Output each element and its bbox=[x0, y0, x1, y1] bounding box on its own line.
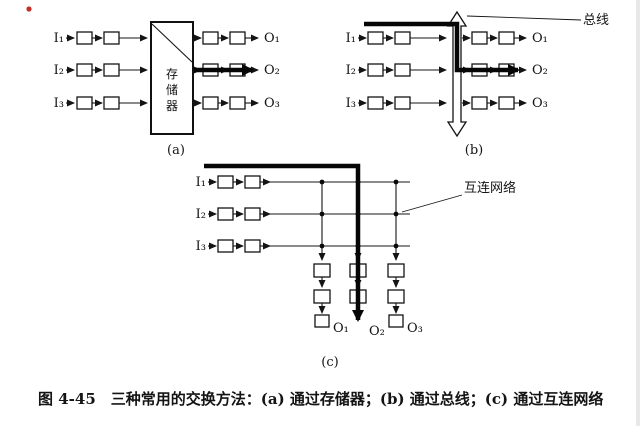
memory-label-char: 器 bbox=[166, 99, 178, 113]
red-mark bbox=[26, 6, 32, 12]
buffer-box bbox=[387, 263, 405, 278]
buffer-box bbox=[313, 263, 331, 278]
memory-label: 存 储 器 bbox=[166, 67, 178, 113]
page-edge bbox=[636, 0, 640, 426]
buffer-box bbox=[244, 239, 261, 253]
buffer-box bbox=[217, 239, 234, 253]
buffer-box bbox=[103, 31, 120, 45]
network-label: 互连网络 bbox=[464, 180, 516, 196]
buffer-box bbox=[217, 175, 234, 189]
buffer-box bbox=[76, 63, 93, 77]
output-label: O₃ bbox=[407, 321, 423, 336]
input-label: I₂ bbox=[196, 207, 206, 222]
memory-block bbox=[150, 21, 194, 135]
diagram-c-output-columns: O₁ O₂ O₃ bbox=[313, 263, 423, 339]
bus-label: 总线 bbox=[583, 13, 609, 28]
input-label: I₃ bbox=[346, 96, 356, 111]
buffer-box bbox=[367, 63, 384, 77]
crosspoint-dot bbox=[319, 211, 325, 217]
crosspoint-dot bbox=[393, 243, 399, 249]
figure-caption: 图 4-45 三种常用的交换方法：(a) 通过存储器；(b) 通过总线；(c) … bbox=[38, 390, 603, 408]
output-label: O₁ bbox=[333, 321, 349, 336]
bus-leader-line bbox=[466, 15, 582, 21]
memory-diagonal bbox=[151, 23, 193, 63]
bold-data-path bbox=[364, 21, 520, 76]
buffer-box bbox=[217, 207, 234, 221]
buffer-box bbox=[387, 289, 405, 304]
buffer-box bbox=[498, 96, 515, 110]
buffer-box bbox=[388, 314, 404, 328]
output-label: O₁ bbox=[532, 31, 548, 46]
input-label: I₁ bbox=[54, 31, 64, 46]
buffer-box bbox=[103, 96, 120, 110]
buffer-box bbox=[76, 31, 93, 45]
diagram-b-output-rows: O₁ O₂ O₃ bbox=[462, 31, 548, 111]
output-label: O₃ bbox=[264, 96, 280, 111]
buffer-box bbox=[244, 207, 261, 221]
buffer-box bbox=[229, 96, 246, 110]
buffer-box bbox=[229, 31, 246, 45]
subfigure-tag-c: (c) bbox=[321, 355, 338, 370]
network-leader-line bbox=[401, 194, 463, 213]
crosspoint-dot bbox=[319, 179, 325, 185]
buffer-box bbox=[394, 63, 411, 77]
buffer-box bbox=[394, 96, 411, 110]
buffer-box bbox=[394, 31, 411, 45]
buffer-box bbox=[367, 96, 384, 110]
output-label: O₂ bbox=[264, 63, 280, 78]
diagram-a: I₁ I₂ I₃ 存 储 器 bbox=[54, 21, 280, 158]
diagram-c: I₁ I₂ I₃ bbox=[196, 163, 516, 370]
buffer-box bbox=[202, 31, 219, 45]
diagram-c-input-rows: I₁ I₂ I₃ bbox=[196, 175, 410, 254]
crosspoint-dot bbox=[393, 211, 399, 217]
memory-label-char: 存 bbox=[166, 67, 178, 81]
buffer-box bbox=[471, 96, 488, 110]
input-label: I₃ bbox=[54, 96, 64, 111]
buffer-box bbox=[76, 96, 93, 110]
diagram-a-input-rows: I₁ I₂ I₃ bbox=[54, 31, 148, 111]
subfigure-tag-b: (b) bbox=[465, 143, 483, 158]
diagram-b-input-rows: I₁ I₂ I₃ bbox=[346, 31, 447, 111]
buffer-box bbox=[313, 289, 331, 304]
buffer-box bbox=[244, 175, 261, 189]
input-label: I₂ bbox=[54, 63, 64, 78]
memory-label-char: 储 bbox=[166, 82, 178, 97]
buffer-box bbox=[314, 314, 330, 328]
buffer-box bbox=[498, 31, 515, 45]
subfigure-tag-a: (a) bbox=[167, 143, 185, 158]
input-label: I₂ bbox=[346, 63, 356, 78]
buffer-box bbox=[202, 96, 219, 110]
output-label: O₁ bbox=[264, 31, 280, 46]
output-label: O₂ bbox=[369, 324, 385, 339]
output-label: O₃ bbox=[532, 96, 548, 111]
output-label: O₂ bbox=[532, 63, 548, 78]
input-label: I₁ bbox=[346, 31, 356, 46]
bold-data-path bbox=[204, 163, 364, 322]
crosspoint-dot bbox=[393, 179, 399, 185]
buffer-box bbox=[367, 31, 384, 45]
buffer-box bbox=[103, 63, 120, 77]
input-label: I₃ bbox=[196, 239, 206, 254]
buffer-box bbox=[471, 31, 488, 45]
diagram-b: I₁ I₂ I₃ 总线 O₁ bbox=[346, 10, 609, 158]
crosspoint-dot bbox=[319, 243, 325, 249]
input-label: I₁ bbox=[196, 175, 206, 190]
